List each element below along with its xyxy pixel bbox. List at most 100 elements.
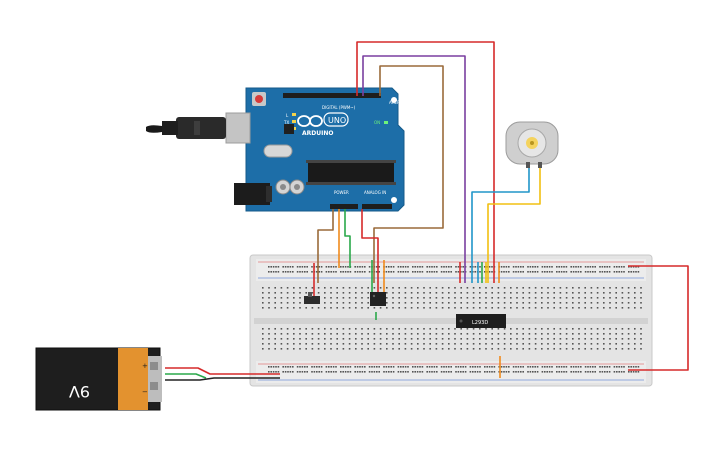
breadboard-hole[interactable] bbox=[367, 302, 369, 304]
breadboard-hole[interactable] bbox=[474, 266, 476, 268]
breadboard-hole[interactable] bbox=[505, 371, 508, 373]
breadboard-hole[interactable] bbox=[500, 266, 503, 268]
breadboard-hole[interactable] bbox=[565, 328, 568, 330]
breadboard-hole[interactable] bbox=[262, 302, 264, 304]
breadboard-hole[interactable] bbox=[419, 366, 421, 368]
breadboard-hole[interactable] bbox=[293, 333, 295, 335]
breadboard-hole[interactable] bbox=[454, 292, 456, 294]
breadboard-hole[interactable] bbox=[426, 366, 428, 368]
breadboard-hole[interactable] bbox=[313, 366, 316, 368]
breadboard-hole[interactable] bbox=[325, 271, 328, 273]
breadboard-hole[interactable] bbox=[299, 348, 301, 350]
slide-switch[interactable] bbox=[304, 292, 320, 304]
breadboard-hole[interactable] bbox=[441, 338, 444, 340]
breadboard-hole[interactable] bbox=[361, 266, 364, 268]
breadboard-hole[interactable] bbox=[572, 371, 575, 373]
breadboard-hole[interactable] bbox=[342, 297, 345, 299]
breadboard-hole[interactable] bbox=[317, 333, 320, 335]
breadboard-hole[interactable] bbox=[317, 292, 320, 294]
breadboard-hole[interactable] bbox=[440, 271, 443, 273]
breadboard-hole[interactable] bbox=[416, 366, 419, 368]
breadboard-hole[interactable] bbox=[637, 371, 640, 373]
breadboard-hole[interactable] bbox=[410, 292, 413, 294]
breadboard-hole[interactable] bbox=[578, 343, 580, 345]
breadboard-hole[interactable] bbox=[392, 266, 395, 268]
breadboard-hole[interactable] bbox=[627, 328, 630, 330]
breadboard-hole[interactable] bbox=[615, 297, 617, 299]
breadboard-hole[interactable] bbox=[417, 328, 419, 330]
breadboard-hole[interactable] bbox=[317, 343, 320, 345]
breadboard-hole[interactable] bbox=[299, 328, 301, 330]
battery-9v[interactable]: 9V + − bbox=[35, 347, 162, 411]
breadboard-hole[interactable] bbox=[299, 292, 301, 294]
breadboard-hole[interactable] bbox=[590, 297, 593, 299]
breadboard-hole[interactable] bbox=[599, 266, 601, 268]
breadboard-hole[interactable] bbox=[390, 271, 392, 273]
breadboard-hole[interactable] bbox=[604, 266, 606, 268]
breadboard-hole[interactable] bbox=[436, 271, 438, 273]
breadboard-hole[interactable] bbox=[559, 292, 562, 294]
breadboard-hole[interactable] bbox=[590, 348, 593, 350]
breadboard-hole[interactable] bbox=[560, 366, 563, 368]
breadboard-hole[interactable] bbox=[630, 366, 632, 368]
breadboard-hole[interactable] bbox=[615, 338, 617, 340]
breadboard-hole[interactable] bbox=[590, 302, 593, 304]
breadboard-hole[interactable] bbox=[410, 348, 413, 350]
breadboard-hole[interactable] bbox=[620, 271, 623, 273]
breadboard-hole[interactable] bbox=[299, 302, 301, 304]
breadboard-hole[interactable] bbox=[435, 297, 438, 299]
breadboard-hole[interactable] bbox=[332, 366, 335, 368]
breadboard-hole[interactable] bbox=[335, 271, 337, 273]
breadboard-hole[interactable] bbox=[457, 266, 460, 268]
breadboard-hole[interactable] bbox=[378, 366, 380, 368]
breadboard-hole[interactable] bbox=[479, 287, 481, 289]
breadboard-hole[interactable] bbox=[553, 287, 555, 289]
breadboard-hole[interactable] bbox=[460, 292, 462, 294]
breadboard-hole[interactable] bbox=[515, 266, 517, 268]
breadboard-hole[interactable] bbox=[367, 328, 369, 330]
breadboard-hole[interactable] bbox=[429, 348, 431, 350]
breadboard-hole[interactable] bbox=[280, 343, 283, 345]
breadboard-hole[interactable] bbox=[270, 366, 272, 368]
breadboard-hole[interactable] bbox=[330, 333, 332, 335]
breadboard-hole[interactable] bbox=[584, 371, 587, 373]
breadboard-hole[interactable] bbox=[286, 343, 289, 345]
breadboard-hole[interactable] bbox=[609, 348, 611, 350]
breadboard-hole[interactable] bbox=[359, 366, 361, 368]
breadboard-hole[interactable] bbox=[594, 366, 596, 368]
breadboard-hole[interactable] bbox=[364, 271, 366, 273]
breadboard-hole[interactable] bbox=[497, 307, 500, 309]
breadboard-hole[interactable] bbox=[553, 328, 555, 330]
breadboard-hole[interactable] bbox=[318, 366, 320, 368]
breadboard-hole[interactable] bbox=[361, 371, 364, 373]
breadboard-hole[interactable] bbox=[280, 292, 283, 294]
breadboard-hole[interactable] bbox=[627, 307, 630, 309]
breadboard-hole[interactable] bbox=[528, 338, 531, 340]
breadboard-hole[interactable] bbox=[500, 366, 503, 368]
breadboard-hole[interactable] bbox=[553, 348, 555, 350]
breadboard-hole[interactable] bbox=[479, 328, 481, 330]
breadboard-hole[interactable] bbox=[534, 297, 537, 299]
breadboard-hole[interactable] bbox=[304, 371, 306, 373]
breadboard-hole[interactable] bbox=[390, 366, 392, 368]
breadboard-hole[interactable] bbox=[398, 302, 400, 304]
breadboard-hole[interactable] bbox=[572, 266, 575, 268]
breadboard-hole[interactable] bbox=[398, 287, 400, 289]
breadboard-hole[interactable] bbox=[441, 328, 444, 330]
breadboard-hole[interactable] bbox=[378, 271, 380, 273]
breadboard-hole[interactable] bbox=[466, 328, 469, 330]
breadboard-hole[interactable] bbox=[640, 333, 642, 335]
breadboard-hole[interactable] bbox=[431, 266, 433, 268]
breadboard-hole[interactable] bbox=[407, 371, 409, 373]
breadboard-hole[interactable] bbox=[392, 333, 394, 335]
breadboard-hole[interactable] bbox=[348, 333, 351, 335]
breadboard-hole[interactable] bbox=[404, 297, 407, 299]
breadboard-hole[interactable] bbox=[390, 371, 392, 373]
small-ic[interactable] bbox=[370, 292, 386, 306]
breadboard-hole[interactable] bbox=[417, 292, 419, 294]
breadboard-hole[interactable] bbox=[559, 328, 562, 330]
breadboard-hole[interactable] bbox=[556, 266, 558, 268]
breadboard-hole[interactable] bbox=[373, 371, 376, 373]
breadboard-hole[interactable] bbox=[379, 307, 382, 309]
breadboard-hole[interactable] bbox=[510, 333, 512, 335]
